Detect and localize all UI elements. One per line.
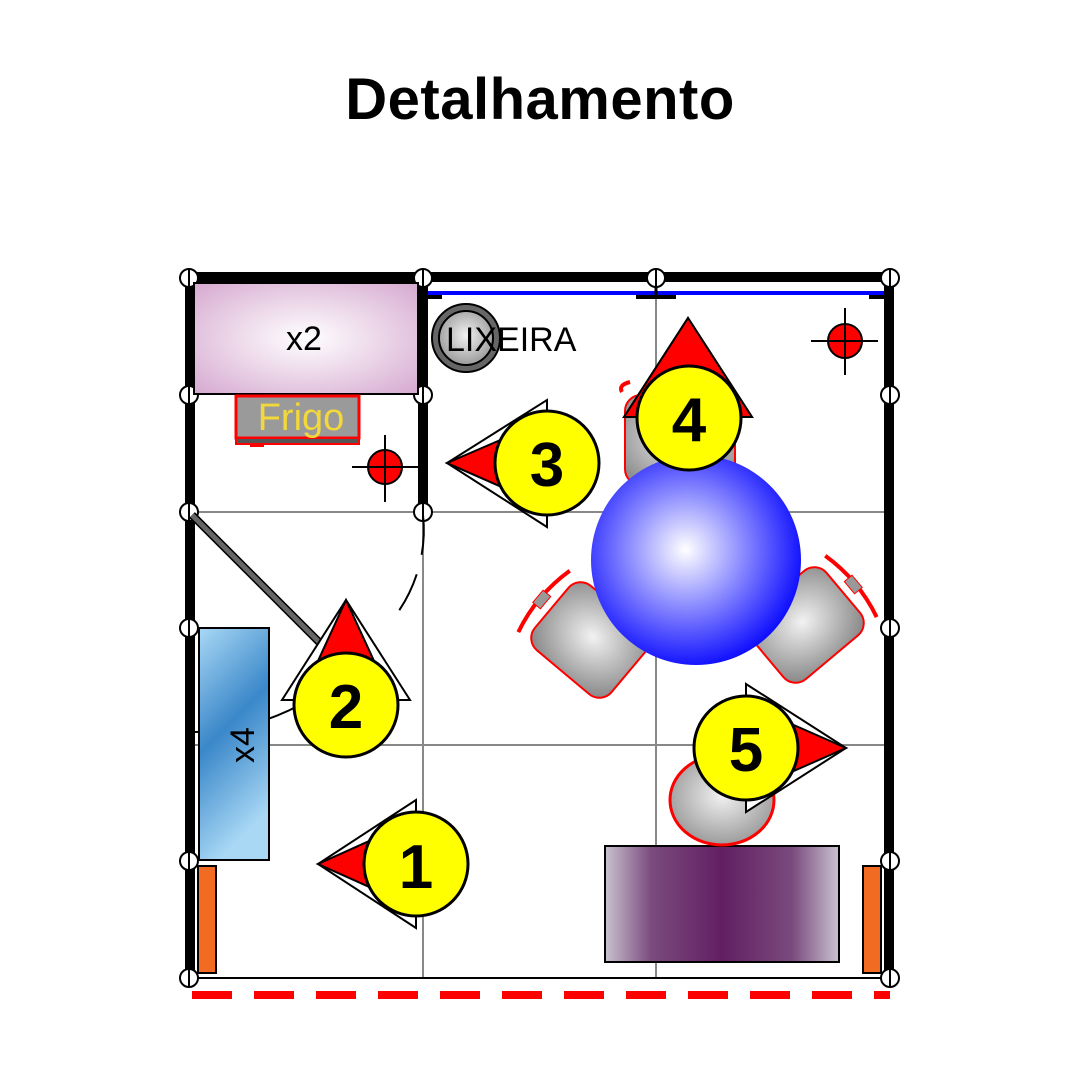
fridge-counter: x2 [193, 282, 419, 395]
marker-number: 1 [399, 833, 433, 902]
banner-left [197, 865, 217, 974]
wall-nodes [179, 268, 900, 988]
spotlight-icon [811, 308, 878, 375]
shelf-unit: x4 [198, 627, 270, 861]
door-swing [387, 514, 425, 626]
frigo: Frigo [234, 394, 361, 447]
fridge-counter-label: x2 [286, 320, 322, 358]
banner-right [862, 865, 882, 974]
camera-marker-2[interactable]: 2 [280, 597, 412, 759]
trash-bin-label: LIXEIRA [446, 321, 577, 359]
frigo-label: Frigo [258, 397, 345, 439]
trash-bin: LIXEIRA [431, 303, 577, 373]
marker-number: 3 [530, 431, 564, 500]
spotlight-icon [352, 435, 418, 502]
camera-marker-4[interactable]: 4 [622, 316, 754, 472]
shelf-count-label: x4 [224, 727, 262, 763]
round-table [591, 455, 801, 665]
camera-marker-3[interactable]: 3 [444, 398, 601, 529]
page-title: Detalhamento [345, 67, 735, 132]
camera-marker-5[interactable]: 5 [692, 682, 849, 814]
marker-number: 2 [329, 673, 363, 742]
marker-number: 5 [729, 716, 763, 785]
camera-marker-1[interactable]: 1 [315, 798, 470, 930]
marker-number: 4 [672, 386, 707, 455]
counter [604, 845, 840, 963]
